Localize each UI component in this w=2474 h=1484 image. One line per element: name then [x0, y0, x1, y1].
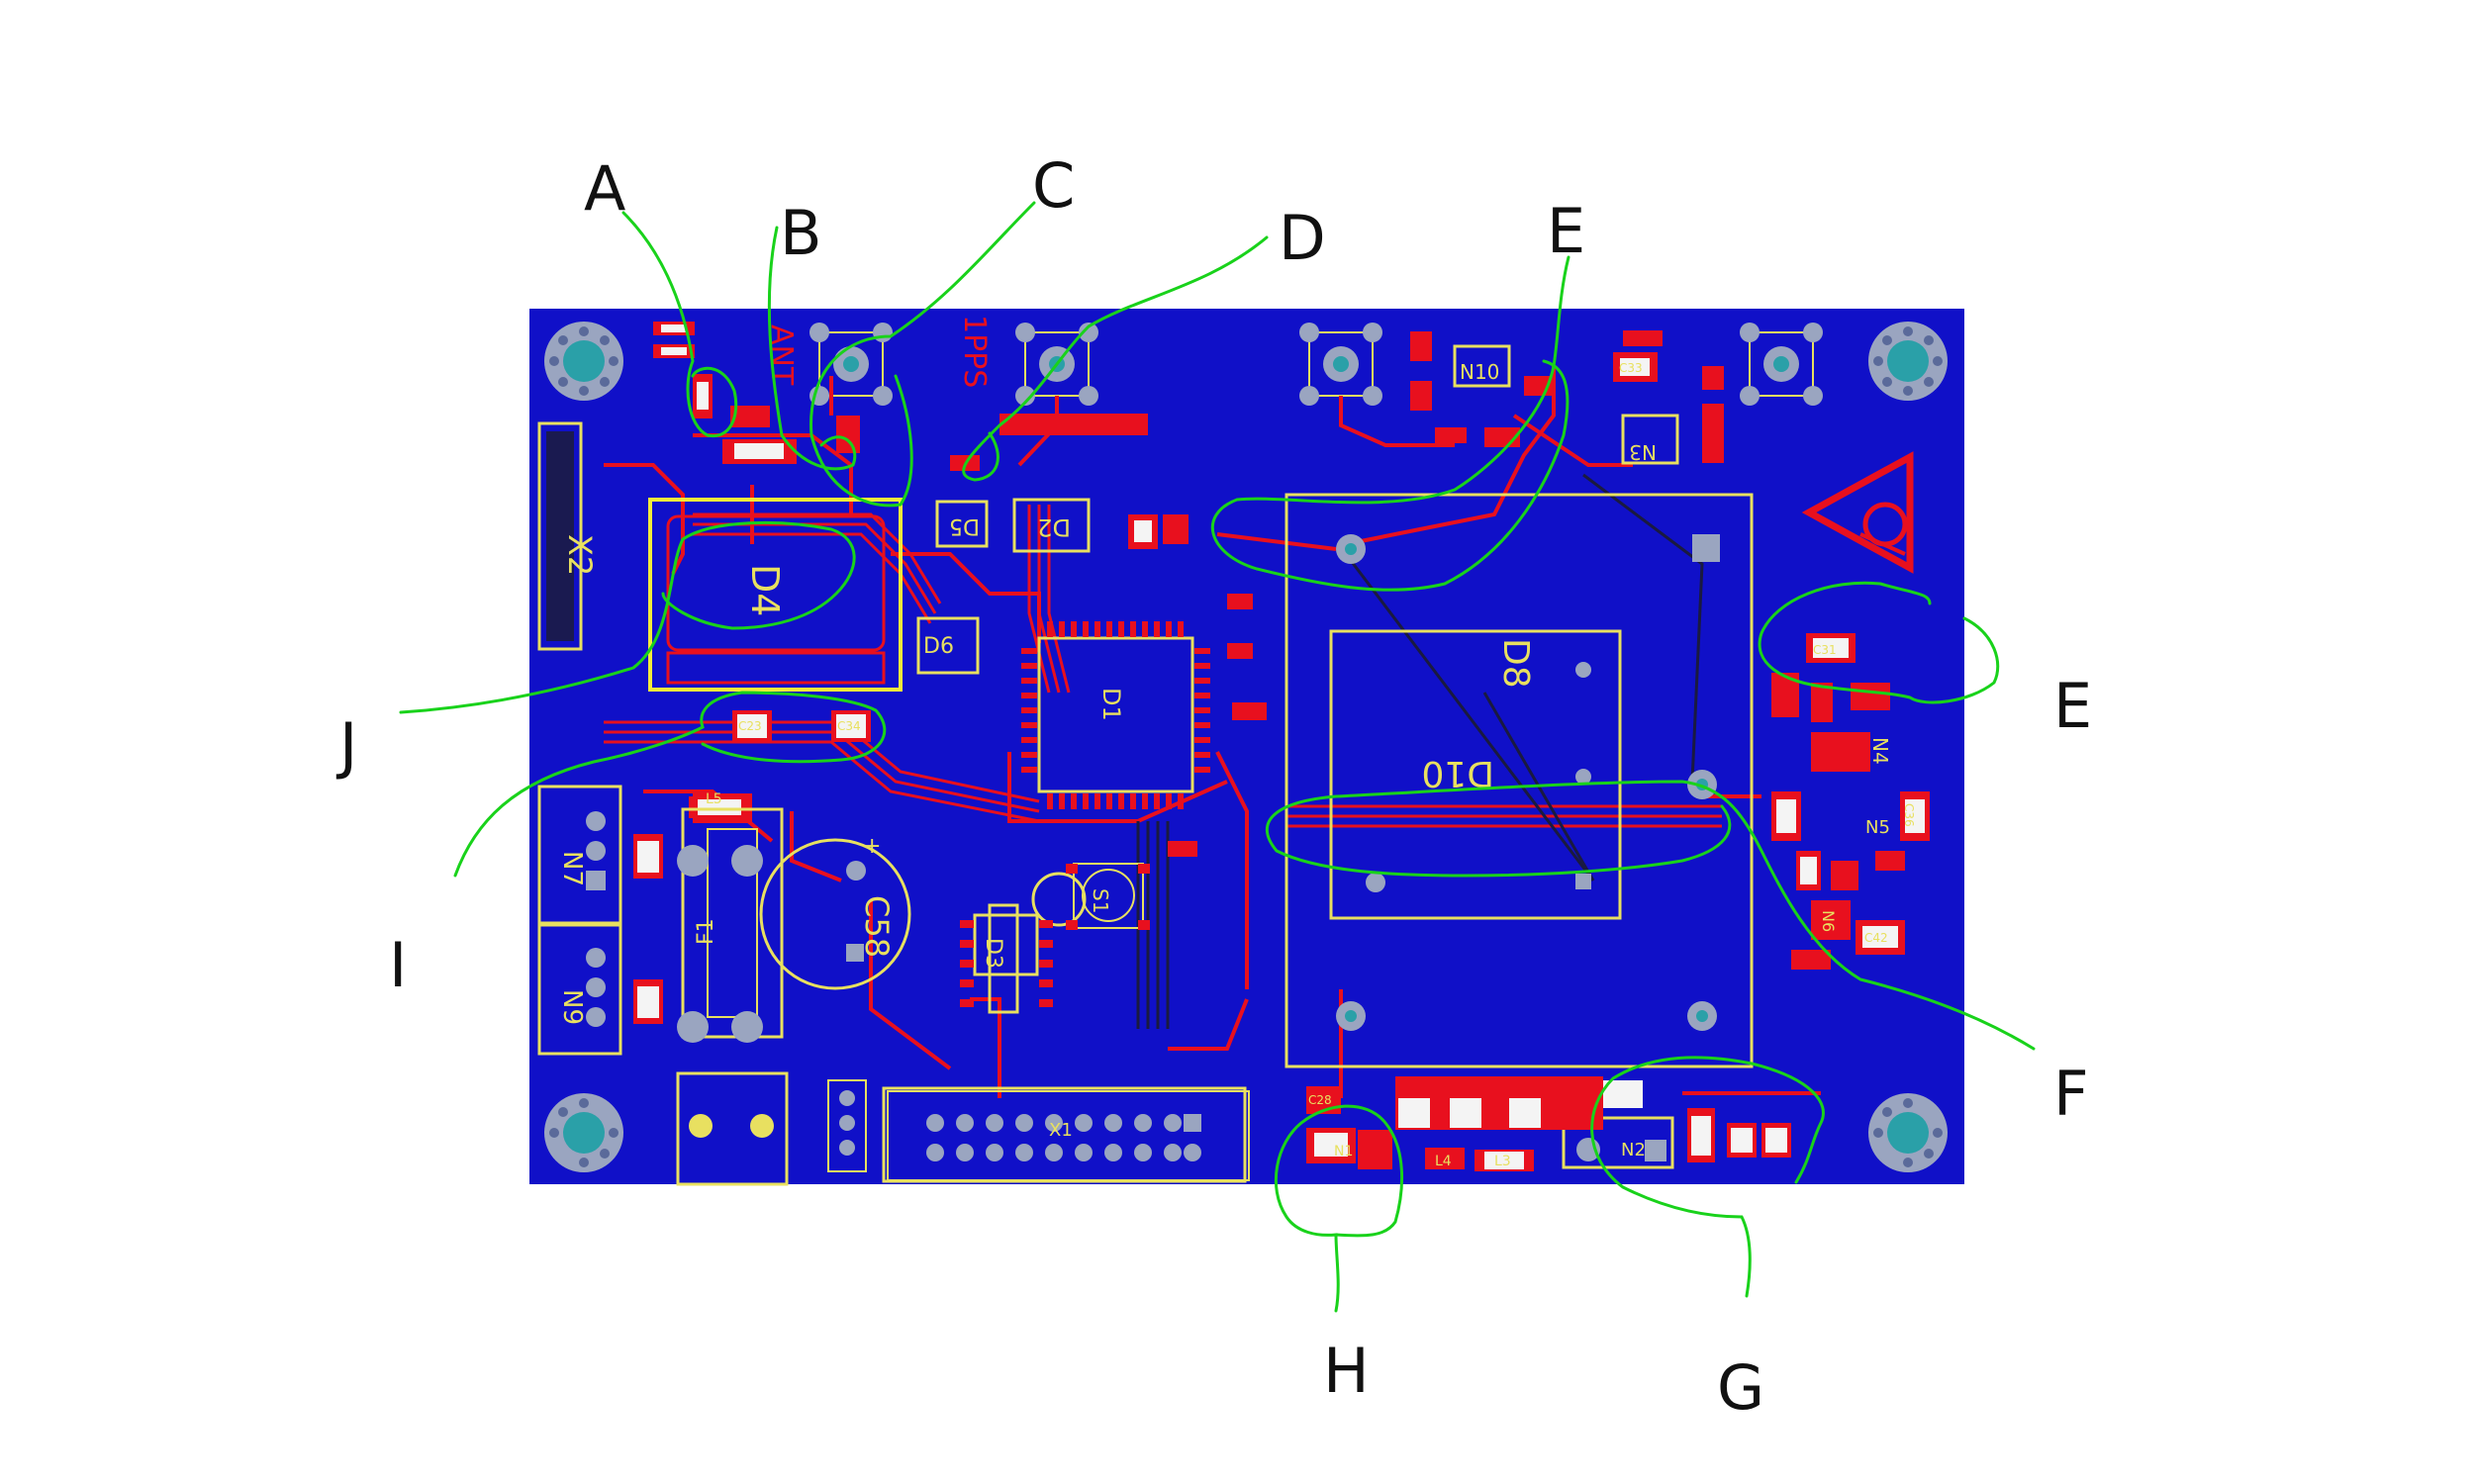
callout-c: C [1032, 149, 1076, 222]
marker-j [399, 520, 856, 714]
callout-d: D [1279, 202, 1326, 274]
callout-h: H [1323, 1335, 1370, 1407]
s1-label: S1 [1089, 888, 1112, 913]
callout-i: I [389, 929, 408, 1001]
d3-label: D3 [981, 938, 1005, 969]
l4-label: L4 [1435, 1154, 1452, 1169]
marker-b [767, 226, 857, 471]
d5-label: D5 [949, 513, 980, 538]
x1-header [887, 1090, 1250, 1181]
marker-e-top [1210, 255, 1570, 592]
c31-label: C31 [1813, 643, 1837, 657]
c58-label: C58 [858, 895, 896, 958]
power-section [537, 785, 911, 1186]
f1-label: F1 [694, 918, 718, 945]
d4-body [666, 514, 886, 652]
callout-f: F [2053, 1058, 2089, 1130]
n3-label: N3 [1629, 440, 1657, 464]
annotation-markers [399, 201, 2036, 1313]
module-outlines [882, 344, 1754, 1183]
c23-label: C23 [738, 719, 762, 733]
sma-connector [1015, 323, 1098, 406]
x2-label: X2 [561, 534, 599, 576]
c58-plus: + [863, 834, 881, 859]
sma-connector [1299, 323, 1382, 406]
d4-label: D4 [743, 564, 787, 616]
d6-label: D6 [923, 634, 954, 659]
c33-label: C33 [1619, 361, 1643, 375]
sma-connector [1740, 323, 1823, 406]
d2-label: D2 [1037, 513, 1071, 541]
copper-traces [604, 366, 1821, 1098]
d1-label: D1 [1097, 688, 1125, 721]
marker-c [809, 201, 1036, 508]
mounting-hole [544, 1093, 623, 1172]
mounting-hole [1868, 1093, 1948, 1172]
n5-label: N5 [1865, 817, 1890, 838]
n10-label: N10 [1460, 360, 1499, 384]
marker-h [1274, 1104, 1403, 1313]
n6-label: N6 [1819, 910, 1838, 932]
marker-f [1265, 780, 2036, 1051]
sma-connector [809, 323, 893, 406]
highlight-box [648, 498, 903, 692]
n4-label: N4 [1868, 737, 1892, 765]
x2-connector [537, 421, 583, 651]
callout-e-top: E [1547, 195, 1586, 267]
pps-label: 1PPS [957, 315, 992, 388]
c36-label: C36 [1902, 803, 1916, 827]
sma-connectors [809, 323, 1823, 406]
callout-g: G [1717, 1351, 1765, 1424]
n2-label: N2 [1621, 1140, 1646, 1160]
marker-e-right [1758, 581, 2000, 704]
callout-j: J [339, 709, 358, 782]
d10-label: D10 [1421, 753, 1494, 793]
mounting-hole [544, 322, 623, 401]
esd-warning-icon [1801, 451, 1914, 574]
n7-label: N7 [557, 851, 587, 886]
callout-e-right: E [2053, 670, 2093, 742]
d3-pads [960, 920, 1053, 1007]
marker-a [621, 211, 738, 438]
d4-lower-block [666, 651, 886, 685]
s1-button [1066, 863, 1150, 930]
x1-label: X1 [1049, 1120, 1073, 1141]
l3-label: L3 [1494, 1154, 1511, 1169]
n9-label: N9 [557, 989, 587, 1025]
c42-label: C42 [1864, 931, 1888, 945]
callout-a: A [584, 152, 626, 225]
mounting-holes [544, 322, 1948, 1172]
c28-label: C28 [1308, 1093, 1332, 1107]
n1-label: N1 [1334, 1144, 1353, 1159]
callout-b: B [780, 197, 822, 269]
marker-g [1590, 1056, 1825, 1298]
mounting-hole [1868, 322, 1948, 401]
d8-label: D8 [1495, 638, 1536, 689]
marker-d [962, 235, 1269, 482]
l5-label: L5 [706, 791, 722, 807]
smd-components [633, 322, 1930, 1171]
marker-i [453, 691, 887, 878]
c34-label: C34 [837, 719, 861, 733]
d1-pads [1021, 621, 1210, 809]
